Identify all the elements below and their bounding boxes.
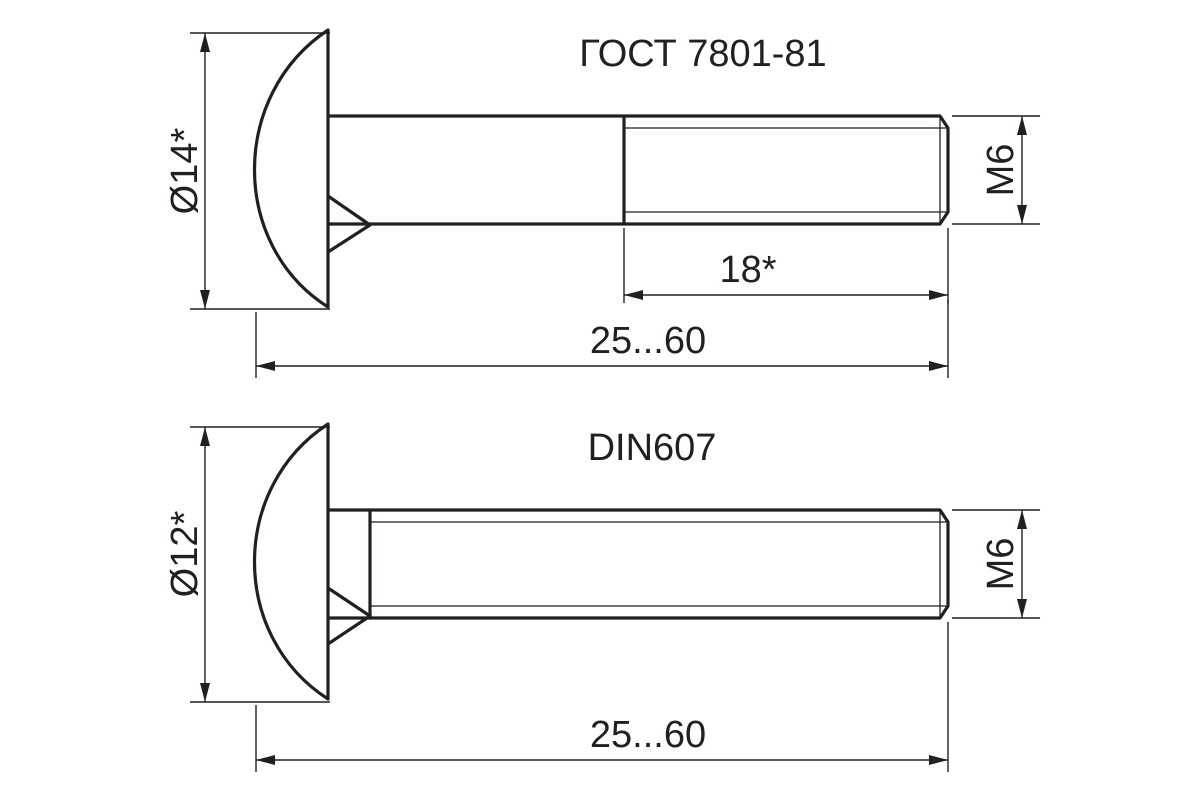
- din-bolt-neck: [326, 586, 372, 646]
- gost-length-label: 25...60: [590, 320, 706, 362]
- din-bolt-head: [252, 422, 330, 701]
- din-length-label: 25...60: [590, 714, 706, 756]
- din-head-diameter-dimension: Ø12*: [164, 426, 330, 703]
- din-length-dimension: 25...60: [255, 622, 949, 772]
- din-head-diameter-label: Ø12*: [164, 510, 206, 597]
- gost-thread-length-dimension: 18*: [623, 228, 949, 303]
- gost-standard-title: ГОСТ 7801-81: [579, 33, 826, 75]
- gost-bolt-shank: [326, 114, 950, 226]
- gost-length-dimension: 25...60: [255, 300, 949, 378]
- din-thread-diameter-dimension: M6: [952, 509, 1040, 619]
- din-bolt-drawing: DIN607 Ø12* M6: [164, 422, 1040, 772]
- gost-head-diameter-dimension: Ø14*: [164, 32, 330, 310]
- gost-bolt-head: [252, 28, 330, 309]
- gost-thread-length-label: 18*: [719, 249, 776, 291]
- gost-thread-diameter-dimension: M6: [952, 115, 1040, 225]
- din-bolt-shank: [326, 508, 950, 620]
- gost-thread-size-label: M6: [980, 144, 1022, 197]
- gost-head-diameter-label: Ø14*: [164, 127, 206, 214]
- din-standard-title: DIN607: [588, 427, 717, 469]
- gost-bolt-drawing: ГОСТ 7801-81 Ø14* M6: [164, 28, 1040, 378]
- din-thread-size-label: M6: [980, 538, 1022, 591]
